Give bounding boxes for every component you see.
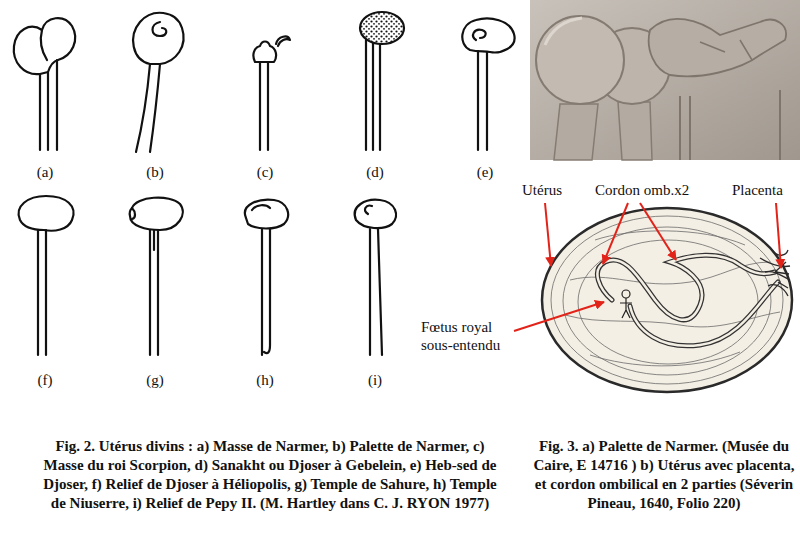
placenta-vessel [775,262,789,288]
uterus-shape [19,196,74,231]
uterus-glyph [360,12,404,150]
callout-label: Fœtus royal sous-entendu [421,318,521,354]
cord-lines [150,230,158,355]
callout-arrow [640,203,676,260]
hatching [551,216,783,384]
figure-letter: (c) [245,163,285,181]
uterus-shape [253,42,276,63]
callout-label: Placenta [732,181,783,199]
cord-lines [38,230,46,355]
uterus-shape [133,13,183,64]
cord-inner [630,282,778,346]
uterus-shape [245,200,288,229]
figure-letter: (i) [355,371,395,389]
uterus-shape [14,18,75,74]
relief-detail [700,40,752,60]
callout-label: Cordon omb.x2 [595,181,689,199]
cord-lines [366,40,380,150]
uterus-glyphs [14,12,515,355]
uterus-glyph [462,19,514,150]
hatch-line [590,352,740,366]
uterus-outline [542,208,792,392]
curl-line [153,22,167,36]
uterus-glyph [355,200,396,355]
cord-lines [262,229,270,355]
uterus-shape [130,198,183,230]
uterus-glyph [130,198,183,355]
figure-letter: (f) [25,371,65,389]
figure-letter: (g) [135,371,175,389]
uterus-engraving [542,208,792,392]
relief-highlight [545,18,582,45]
figure-caption: Fig. 2. Utérus divins : a) Masse de Narm… [40,437,500,513]
relief-lobe [536,16,624,104]
hatch-line [563,227,771,375]
cord-band [554,104,598,160]
callout-arrow [545,203,551,266]
curl-line [473,30,486,40]
figure-letter: (e) [465,163,505,181]
foetus-figure [620,290,632,318]
cord-lines [370,229,382,355]
foetus-head [622,290,630,298]
cord-lines [136,64,160,152]
cord-inner [597,255,775,320]
cord-outline [630,282,778,346]
cord-outline [597,255,775,320]
callout-arrows [514,203,781,331]
umbilical-cord [597,255,778,346]
uterus-shape [355,200,396,228]
figure-letter: (a) [25,163,65,181]
stone-ground [530,0,800,160]
uterus-glyph [14,18,75,150]
curl-line [276,37,290,46]
relief-figure [649,19,786,77]
callout-label: Utérus [522,181,562,199]
uterus-shape [462,19,514,53]
relief-groove [680,90,780,160]
uterus-glyph [245,200,288,355]
curl-line [365,206,372,214]
curl-line [132,208,135,219]
callout-arrow [514,302,604,331]
curl-line [252,205,270,210]
figure-letter: (h) [245,371,285,389]
hatch-line [595,231,745,245]
callout-arrow [776,203,781,268]
foetus-body [620,298,632,318]
figure-letter: (b) [135,163,175,181]
callout-arrow [603,203,628,264]
cord-lines [478,51,487,150]
cord-lines [260,62,268,150]
lobe-line [41,30,47,60]
figure-letter: (d) [355,163,395,181]
uterus-glyph [19,196,74,355]
uterus-glyph [133,13,183,152]
cord-lines [40,60,57,150]
uterus-glyph [253,37,290,150]
placenta [760,250,790,296]
cord-band [618,102,652,160]
hatch-line [551,216,783,384]
relief-photo [530,0,800,160]
figure-caption: Fig. 3. a) Palette de Narmer. (Musée du … [532,437,796,513]
